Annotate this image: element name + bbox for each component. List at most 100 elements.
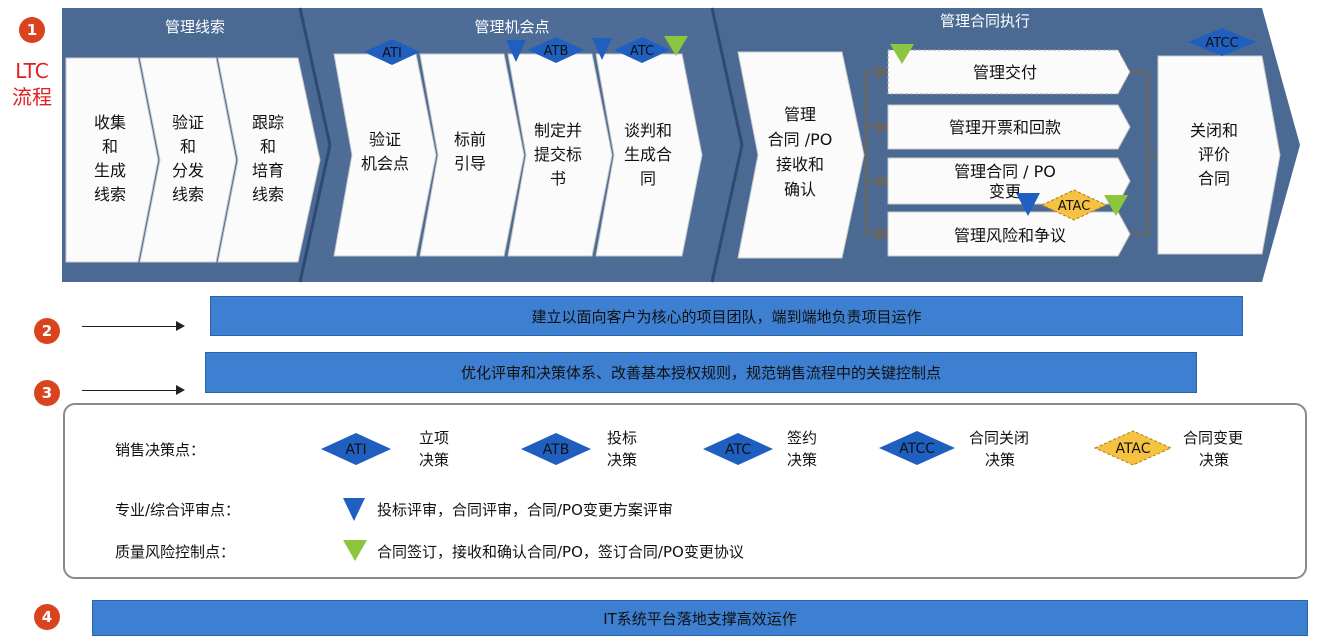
legend-atcc-text2: 决策 [985, 451, 1016, 469]
subprocess-risk: 管理风险和争议 [887, 211, 1131, 257]
legend-atcc-text1: 合同关闭 [969, 429, 1030, 447]
quality-point-icon [890, 44, 914, 64]
legend-ati-text1: 立项 [419, 429, 450, 447]
step-lead-collect-l3: 生成 [94, 161, 126, 180]
step-lead-collect-l4: 线索 [94, 185, 126, 204]
step-contract-close: 关闭和 评价 合同 [1157, 55, 1281, 255]
decision-atcc-label: ATCC [1205, 36, 1238, 51]
legend-atb-code: ATB [543, 442, 570, 458]
step-marker-4: 4 [34, 604, 60, 630]
ltc-label-line2: 流程 [12, 85, 52, 109]
legend-atc-code: ATC [725, 442, 751, 458]
arrow-2-head [176, 321, 185, 331]
legend-atac-code: ATAC [1115, 441, 1150, 457]
decision-atac-diamond: ATAC [1040, 189, 1108, 221]
band-it-platform: IT系统平台落地支撑高效运作 [92, 600, 1308, 636]
step-contract-receive: 管理 合同 /PO 接收和 确认 [737, 51, 865, 259]
review-point-icon [506, 40, 526, 62]
decision-atb-diamond: ATB [528, 37, 584, 63]
quality-point-icon [664, 36, 688, 56]
legend-decision-title: 销售决策点： [115, 441, 206, 459]
legend-atac-text1: 合同变更 [1183, 429, 1244, 447]
band-project-team: 建立以面向客户为核心的项目团队，端到端地负责项目运作 [210, 296, 1243, 336]
legend-atcc-icon: ATCC [879, 431, 955, 465]
step-contract-close-l2: 评价 [1198, 145, 1230, 164]
legend-ati-code: ATI [345, 442, 366, 458]
legend-atac-text2: 决策 [1199, 451, 1230, 469]
step-lead-verify-l2: 和 [180, 137, 196, 156]
legend-quality-text: 合同签订，接收和确认合同/PO，签订合同/PO变更协议 [377, 543, 744, 561]
stage-title-opp: 管理机会点 [474, 18, 549, 36]
band-decision-system: 优化评审和决策体系、改善基本授权规则，规范销售流程中的关键控制点 [205, 352, 1197, 393]
legend-atb-text2: 决策 [607, 451, 638, 469]
arrow-2 [82, 326, 178, 327]
legend-review-title: 专业/综合评审点： [115, 501, 241, 519]
step-marker-1: 1 [19, 17, 45, 43]
decision-ati-label: ATI [382, 46, 402, 61]
step-opp-guide-l1: 标前 [454, 130, 486, 149]
step-lead-verify-l3: 分发 [172, 161, 204, 180]
step-lead-collect: 收集 和 生成 线索 [65, 57, 159, 263]
legend-atc-text2: 决策 [787, 451, 818, 469]
step-lead-collect-l2: 和 [102, 137, 118, 156]
legend-atcc-code: ATCC [899, 441, 935, 457]
arrow-3-head [176, 385, 185, 395]
arrow-3 [82, 390, 178, 391]
subprocess-billing-label: 管理开票和回款 [949, 118, 1061, 137]
ltc-label: LTC 流程 [12, 58, 52, 110]
step-marker-2: 2 [34, 318, 60, 344]
step-lead-track-l2: 和 [260, 137, 276, 156]
decision-ati-diamond: ATI [364, 39, 420, 65]
legend-atc-text1: 签约 [787, 429, 818, 447]
ltc-process-diagram: 管理线索 管理机会点 管理合同执行 收集 和 生成 线索 验证 和 分发 线索 … [62, 7, 1300, 283]
subprocess-change-l2: 变更 [989, 182, 1021, 201]
step-opp-verify-l2: 机会点 [361, 154, 409, 173]
ltc-label-line1: LTC [15, 59, 49, 83]
step-opp-verify-l1: 验证 [369, 130, 401, 149]
step-contract-receive-l1: 管理 [784, 105, 816, 124]
step-lead-collect-l1: 收集 [94, 113, 126, 132]
step-lead-track-l3: 培育 [252, 161, 284, 180]
step-contract-close-l1: 关闭和 [1190, 121, 1238, 140]
decision-atb-label: ATB [544, 44, 569, 59]
step-opp-negotiate: 谈判和 生成合 同 [595, 53, 703, 257]
step-lead-track-l4: 线索 [252, 185, 284, 204]
legend-quality-icon [343, 540, 367, 561]
subprocess-change: 管理合同 / PO 变更 [887, 157, 1131, 205]
step-opp-guide: 标前 引导 [419, 53, 525, 257]
step-opp-verify: 验证 机会点 [333, 53, 437, 257]
step-lead-verify: 验证 和 分发 线索 [139, 57, 237, 263]
stage-title-lead: 管理线索 [165, 18, 225, 36]
step-contract-receive-l4: 确认 [784, 180, 816, 199]
step-lead-verify-l4: 线索 [172, 185, 204, 204]
step-contract-receive-l3: 接收和 [776, 155, 824, 174]
legend-box: 销售决策点： ATI 立项 决策 ATB 投标 决策 ATC 签约 决策 ATC… [63, 403, 1307, 579]
step-contract-receive-l2: 合同 /PO [768, 130, 833, 149]
step-opp-negotiate-l1: 谈判和 [624, 121, 672, 140]
legend-quality-title: 质量风险控制点： [115, 543, 236, 561]
review-point-icon [592, 38, 612, 60]
subprocess-delivery: 管理交付 [887, 49, 1131, 95]
step-contract-close-l3: 合同 [1198, 169, 1230, 188]
step-opp-bid-l3: 书 [550, 169, 566, 188]
step-opp-negotiate-l3: 同 [640, 169, 656, 188]
subprocess-billing: 管理开票和回款 [887, 104, 1131, 150]
step-marker-3: 3 [34, 380, 60, 406]
legend-atc-icon: ATC [703, 433, 773, 465]
legend-atac-icon: ATAC [1093, 430, 1173, 466]
step-opp-guide-l2: 引导 [454, 154, 486, 173]
legend-atb-icon: ATB [521, 433, 591, 465]
quality-point-icon [1104, 195, 1128, 216]
step-opp-negotiate-l2: 生成合 [624, 145, 672, 164]
subprocess-delivery-label: 管理交付 [973, 63, 1037, 82]
subprocess-risk-label: 管理风险和争议 [954, 226, 1066, 245]
step-opp-bid: 制定并 提交标 书 [507, 53, 613, 257]
step-lead-verify-l1: 验证 [172, 113, 204, 132]
step-lead-track-l1: 跟踪 [252, 113, 284, 132]
subprocess-change-l1: 管理合同 / PO [954, 162, 1056, 181]
step-opp-bid-l1: 制定并 [534, 121, 582, 140]
review-point-icon [1016, 193, 1040, 216]
legend-ati-icon: ATI [321, 433, 391, 465]
decision-atc-label: ATC [630, 44, 654, 59]
legend-atb-text1: 投标 [607, 429, 638, 447]
